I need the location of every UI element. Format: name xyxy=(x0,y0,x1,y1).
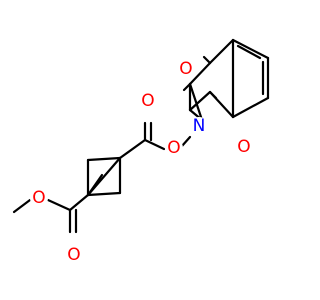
bond xyxy=(86,173,104,197)
atom-n: N xyxy=(190,116,208,136)
bond xyxy=(12,198,32,214)
atom-label-background xyxy=(177,60,195,78)
atom-label-background xyxy=(30,189,48,207)
atom-o: O xyxy=(235,137,253,157)
atom-label: O xyxy=(179,59,192,79)
atom-o: O xyxy=(139,91,157,111)
atom-o: O xyxy=(165,138,183,158)
bond xyxy=(236,44,262,60)
atom-label: O xyxy=(67,245,80,265)
atom-label: O xyxy=(141,91,154,111)
bond xyxy=(208,90,218,100)
atom-o: O xyxy=(30,188,48,208)
bond xyxy=(182,82,192,92)
bond xyxy=(208,38,235,65)
atom-label: N xyxy=(193,116,206,136)
atom-label-background xyxy=(235,138,253,156)
bond xyxy=(202,55,212,65)
bond xyxy=(180,135,192,148)
atom-o: O xyxy=(65,245,83,265)
bond xyxy=(143,138,166,151)
bond xyxy=(46,198,72,212)
atom-label: O xyxy=(167,138,180,158)
atom-label: O xyxy=(32,188,45,208)
atom-label: O xyxy=(237,137,250,157)
bond xyxy=(231,38,270,60)
atom-label-background xyxy=(139,92,157,110)
bond xyxy=(68,193,90,212)
atom-o: O xyxy=(177,59,195,79)
bond xyxy=(188,61,212,86)
bond xyxy=(188,82,204,122)
atom-label-background xyxy=(65,246,83,264)
bond xyxy=(118,138,147,160)
atom-label-background xyxy=(190,117,208,135)
bond xyxy=(231,96,270,119)
bond xyxy=(86,156,122,162)
bond xyxy=(86,191,122,197)
bond xyxy=(188,90,212,112)
bond-layer xyxy=(12,38,270,234)
atom-label-background xyxy=(165,139,183,157)
